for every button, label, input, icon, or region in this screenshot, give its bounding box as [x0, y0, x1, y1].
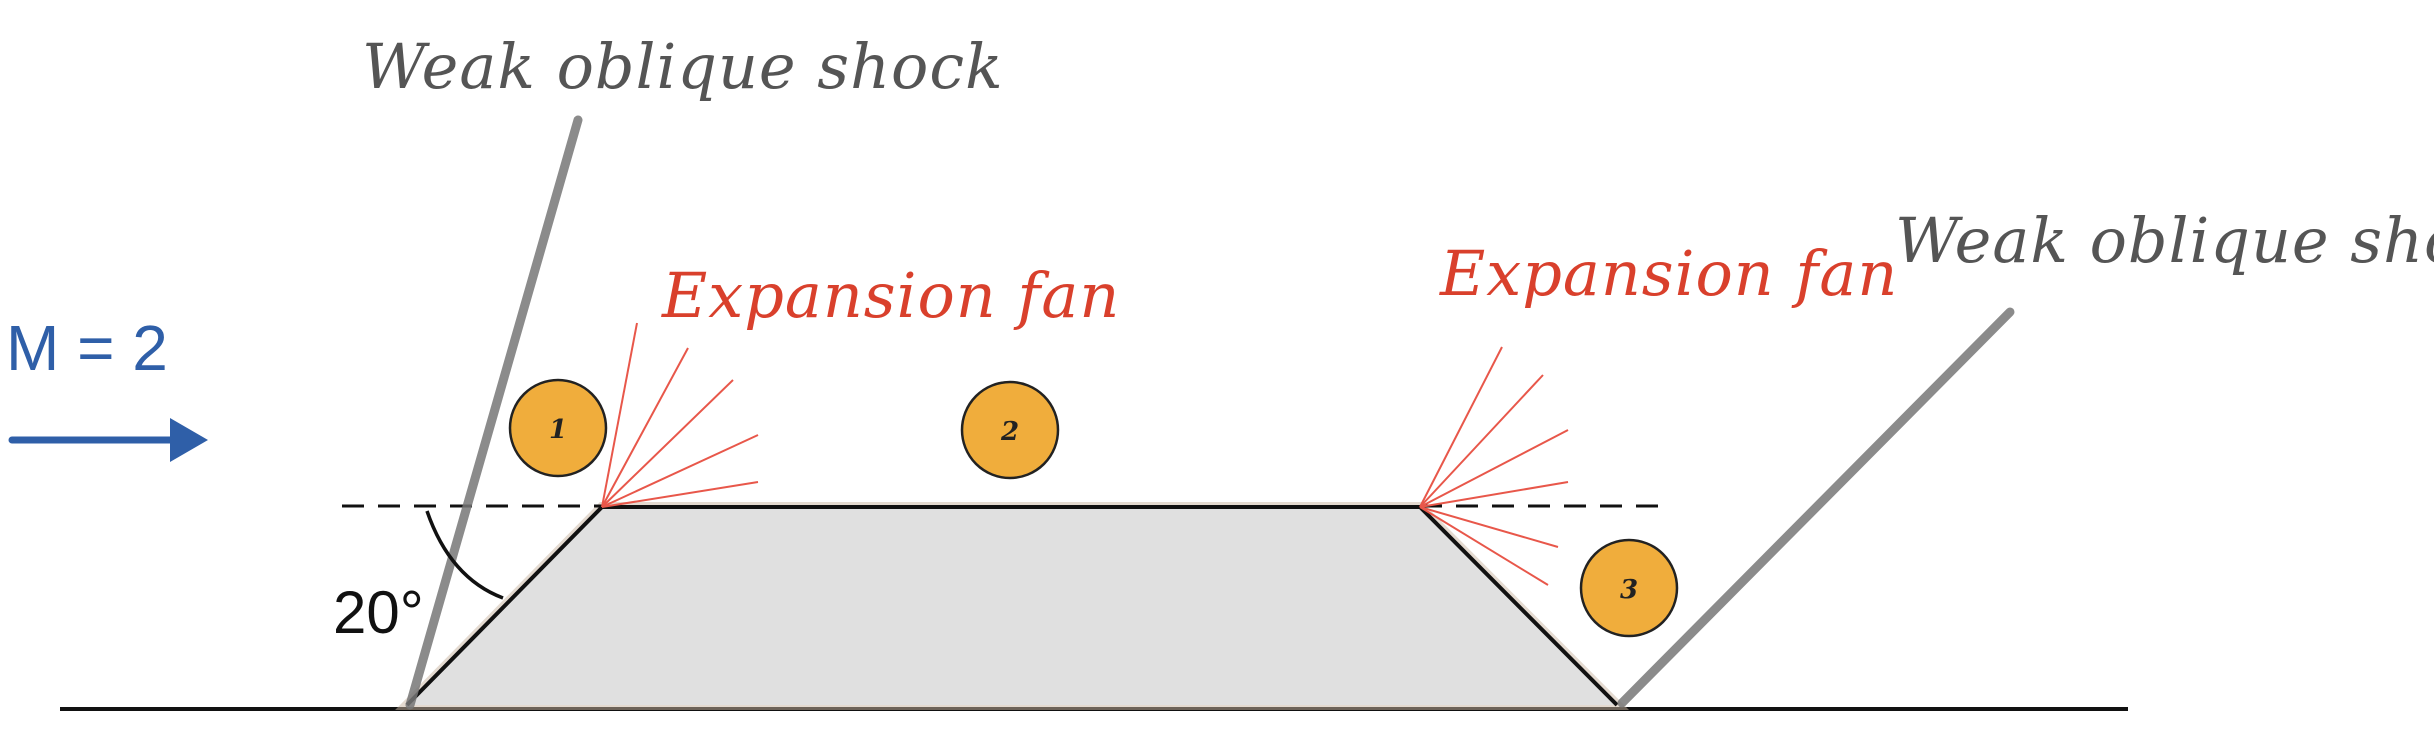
fan-label-right: Expansion fan — [1439, 237, 1898, 310]
wedge-rear-edge — [1418, 505, 1619, 707]
angle-arc — [425, 510, 504, 600]
wedge-front-edge — [405, 505, 604, 707]
oblique-shock-right — [1617, 307, 2015, 708]
region-1-marker: 1 — [508, 378, 608, 478]
wedge-angle-label: 20° — [333, 579, 424, 646]
freestream-arrow — [8, 418, 208, 462]
oblique-shock-left — [405, 115, 583, 710]
region-2-label: 2 — [1000, 417, 1019, 447]
fan-label-left: Expansion fan — [661, 259, 1120, 332]
region-1-label: 1 — [549, 415, 567, 445]
shock-label-right: Weak oblique shock — [1895, 204, 2434, 277]
region-3-marker: 3 — [1579, 538, 1679, 638]
shock-label-left: Weak oblique shock — [362, 30, 1004, 103]
region-3-label: 3 — [1620, 575, 1638, 605]
expansion-fan-left — [601, 322, 759, 508]
expansion-fan-right — [1419, 346, 1569, 586]
trapezoid-body — [395, 502, 1630, 710]
mach-number-label: M = 2 — [6, 312, 168, 384]
region-2-marker: 2 — [960, 380, 1060, 480]
